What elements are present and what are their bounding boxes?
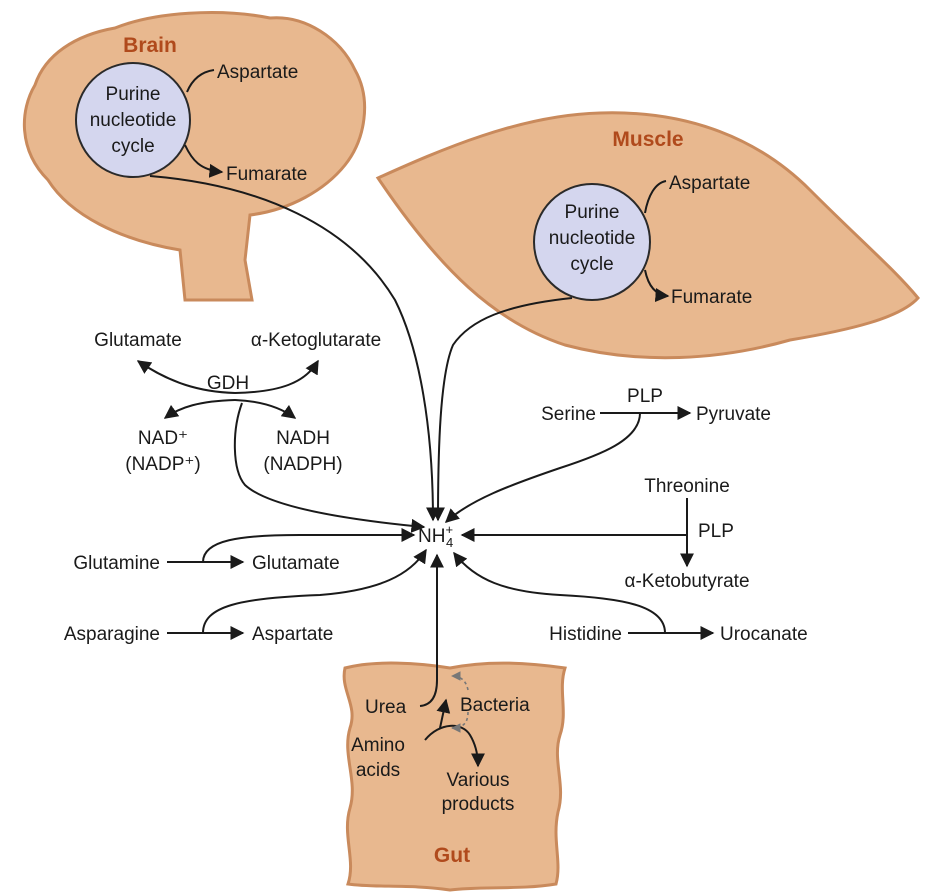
brain-cycle-label-3: cycle (111, 136, 154, 157)
histidine-to-ammonium-arrow (453, 551, 666, 634)
gut-title: Gut (434, 844, 470, 867)
brain-shape (22, 11, 367, 302)
gdh-nad-arrow (163, 399, 236, 419)
brain-aspartate-in (186, 69, 215, 93)
muscle-fumarate-label: Fumarate (671, 287, 752, 308)
gut-to-ammonium-arrow (419, 553, 444, 707)
glutamine-label: Glutamine (73, 553, 160, 574)
products-label-1: Various (446, 770, 509, 791)
bacteria-urea-cycle (451, 671, 469, 691)
brain-cycle-label-1: Purine (106, 84, 161, 105)
brain-aspartate-label: Aspartate (217, 62, 298, 83)
glutamate-label: Glutamate (94, 330, 182, 351)
asparagine-product-label: Aspartate (252, 624, 333, 645)
nadph-label: (NADPH) (263, 454, 342, 475)
brain-cycle-label-2: nucleotide (90, 110, 177, 131)
gdh-nadh-arrow (234, 399, 297, 419)
muscle-aspartate-label: Aspartate (669, 173, 750, 194)
serine-cofactor-label: PLP (627, 386, 663, 407)
glutamine-product-label: Glutamate (252, 553, 340, 574)
muscle-aspartate-in (644, 180, 667, 214)
muscle-cycle-label-1: Purine (565, 202, 620, 223)
gdh-to-ammonium-arrow (233, 402, 426, 533)
brain-fumarate-out (184, 144, 224, 178)
glutamine-to-ammonium-arrow (202, 528, 416, 563)
brain-fumarate-label: Fumarate (226, 164, 307, 185)
urea-label: Urea (365, 697, 407, 718)
muscle-to-ammonium-arrow (431, 297, 573, 522)
asparagine-to-ammonium-arrow (202, 548, 427, 634)
amino-acids-label-1: Amino (351, 735, 405, 756)
asparagine-label: Asparagine (64, 624, 160, 645)
nadh-label: NADH (276, 428, 330, 449)
threonine-label: Threonine (644, 476, 730, 497)
muscle-cycle-label-2: nucleotide (549, 228, 636, 249)
pyruvate-label: Pyruvate (696, 404, 771, 425)
brain-title: Brain (123, 34, 177, 57)
muscle-purine-cycle (533, 183, 651, 301)
serine-to-ammonium-arrow (444, 412, 641, 523)
gdh-glutamate-arrow (136, 360, 236, 394)
ketoglutarate-label: α-Ketoglutarate (251, 330, 381, 351)
amino-to-bacteria-arrow (436, 698, 451, 729)
muscle-title: Muscle (612, 128, 683, 151)
muscle-fumarate-out (644, 269, 670, 303)
urocanate-label: Urocanate (720, 624, 808, 645)
bacteria-products-cycle (451, 711, 469, 733)
muscle-cycle-label-3: cycle (570, 254, 613, 275)
gdh-enzyme-label: GDH (207, 373, 249, 394)
brain-purine-cycle (75, 62, 191, 178)
amino-to-products-arrow (424, 724, 485, 768)
bacteria-label: Bacteria (460, 695, 530, 716)
serine-label: Serine (541, 404, 596, 425)
ketobutyrate-label: α-Ketobutyrate (624, 571, 749, 592)
gdh-ketoglutarate-arrow (234, 359, 319, 394)
threonine-cofactor-label: PLP (698, 521, 734, 542)
nad-label: NAD⁺ (138, 428, 188, 449)
histidine-label: Histidine (549, 624, 622, 645)
amino-acids-label-2: acids (356, 760, 400, 781)
brain-to-ammonium-arrow (149, 175, 440, 522)
nadp-label: (NADP⁺) (125, 454, 200, 475)
gut-shape (342, 661, 567, 892)
products-label-2: products (442, 794, 515, 815)
